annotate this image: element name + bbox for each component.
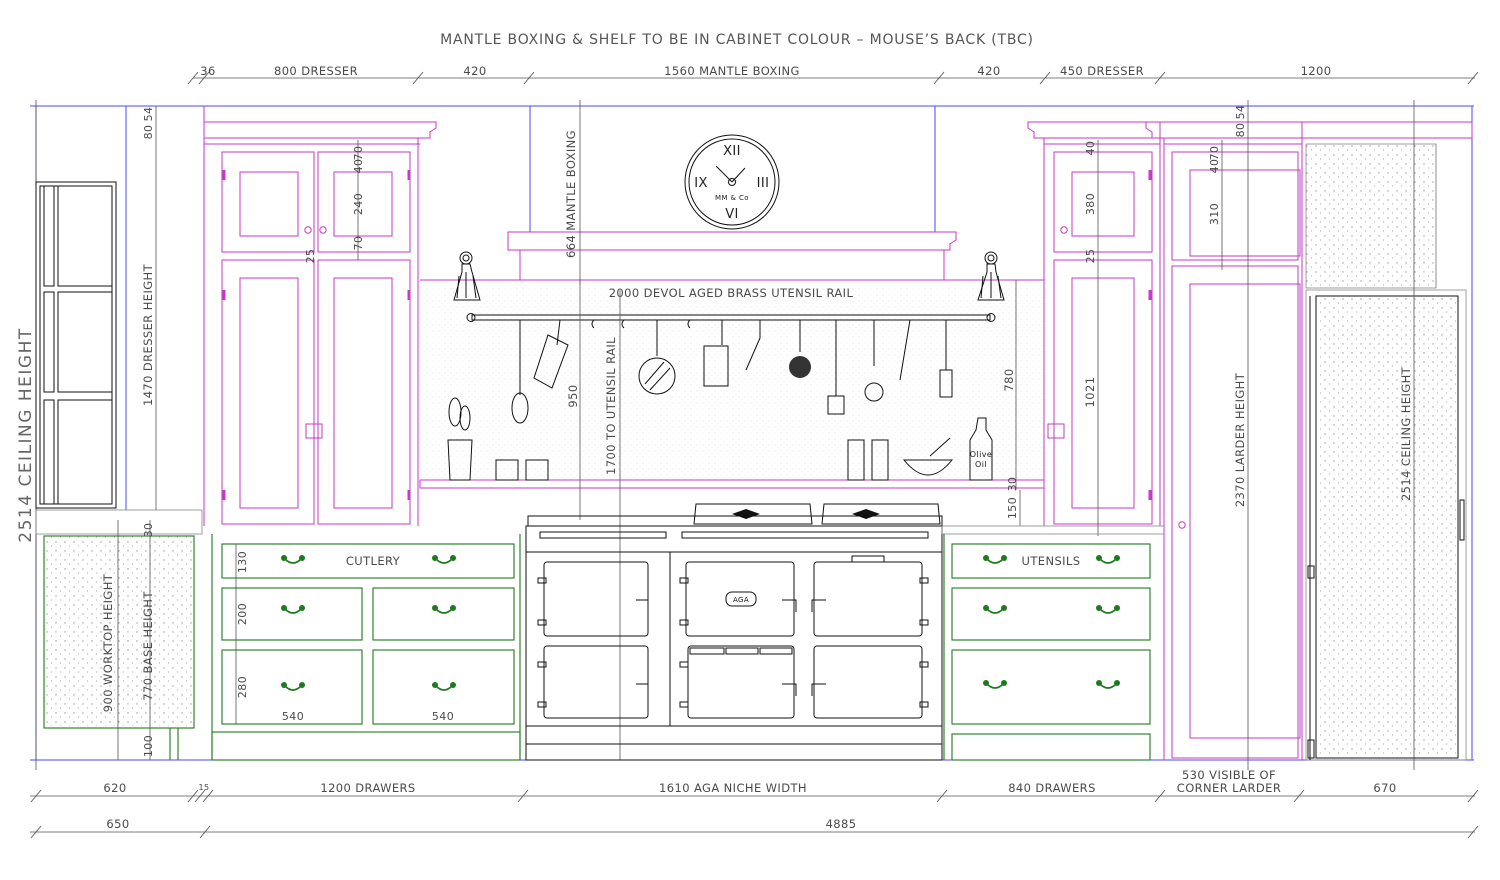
drawer-label-utensils: UTENSILS — [1022, 554, 1081, 568]
left-drawer-bank: CUTLERY 130 200 280 540 540 — [211, 534, 521, 761]
right-gap-780: 780 — [1002, 368, 1016, 391]
bottle-label-olive: Olive — [970, 450, 992, 459]
right-bot-150: 150 — [1006, 497, 1019, 519]
worktop-30-label: 30 — [142, 523, 155, 538]
dim-650: 650 — [106, 817, 129, 831]
range-cooker: AGA — [525, 503, 943, 761]
dim-corner-larder: CORNER LARDER — [1177, 781, 1281, 795]
dim-1200-drawers: 1200 DRAWERS — [320, 781, 415, 795]
splashback — [419, 282, 1045, 489]
drawer-label-cutlery: CUTLERY — [346, 554, 401, 568]
drawer-handles-left — [281, 555, 456, 691]
clock-ix: IX — [694, 176, 708, 191]
bottom-dimension-chain-2: 650 4885 — [30, 817, 1479, 839]
worktop-height-label: 900 WORKTOP HEIGHT — [101, 573, 115, 712]
drawer-280: 280 — [236, 676, 249, 698]
top-dimension-chain: 36 800 DRESSER 420 1560 MANTLE BOXING 42… — [187, 64, 1479, 85]
larder-cornice-80: 80 — [1234, 123, 1247, 138]
ceiling-height-left: 2514 CEILING HEIGHT — [16, 327, 36, 542]
left-dresser: 70 40 240 70 25 — [203, 106, 437, 526]
drawer-130: 130 — [236, 551, 249, 573]
drawer-width-540-b: 540 — [432, 710, 454, 723]
right-dresser-1021: 1021 — [1083, 377, 1097, 408]
corner-larder: 2370 LARDER HEIGHT 70 40 310 80 54 — [1145, 100, 1303, 770]
utensil-rail: 2000 DEVOL AGED BRASS UTENSIL RAIL — [466, 286, 996, 424]
clock-iii: III — [757, 176, 770, 191]
clock-maker: MM & Co — [715, 194, 749, 202]
right-drawer-bank: UTENSILS — [943, 534, 1151, 761]
drawer-width-540-a: 540 — [282, 710, 304, 723]
larder-panel-310: 310 — [1208, 203, 1221, 225]
mantle-boxing-label: 664 MANTLE BOXING — [564, 130, 578, 258]
tall-fridge-unit: 2514 CEILING HEIGHT — [1282, 100, 1473, 770]
dim-800-dresser: 800 DRESSER — [274, 64, 358, 78]
wall-clock: XII III VI IX MM & Co — [684, 134, 780, 230]
left-gap-25: 25 — [304, 249, 317, 264]
dim-670: 670 — [1373, 781, 1396, 795]
right-worktop — [941, 525, 1165, 535]
drawing-title: MANTLE BOXING & SHELF TO BE IN CABINET C… — [440, 32, 1034, 48]
right-bot-30: 30 — [1006, 477, 1019, 492]
right-top-40: 40 — [1084, 141, 1097, 156]
left-panel-240: 240 — [352, 193, 365, 215]
shelf-items: Olive Oil — [447, 397, 993, 481]
ceiling-height-right: 2514 CEILING HEIGHT — [1399, 366, 1413, 501]
left-vertical-dims: 1470 DRESSER HEIGHT 900 WORKTOP HEIGHT 7… — [101, 106, 157, 760]
mantle-boxing: 664 MANTLE BOXING — [420, 100, 1044, 284]
right-panel-380: 380 — [1084, 193, 1097, 215]
dim-1200: 1200 — [1301, 64, 1332, 78]
dim-1560-mantle: 1560 MANTLE BOXING — [664, 64, 800, 78]
clock-xii: XII — [723, 144, 741, 159]
dim-420-right: 420 — [977, 64, 1000, 78]
left-rail-70: 70 — [352, 236, 365, 251]
left-door-40: 40 — [352, 159, 365, 174]
dim-4885: 4885 — [826, 817, 857, 831]
aga-badge: AGA — [733, 596, 749, 604]
bottom-dimension-chain-1: 620 15 1200 DRAWERS 1610 AGA NICHE WIDTH… — [30, 768, 1479, 803]
larder-height-label: 2370 LARDER HEIGHT — [1233, 372, 1247, 507]
larder-cornice-54: 54 — [1234, 105, 1247, 120]
bottle-label-oil: Oil — [975, 460, 987, 469]
larder-top-40: 40 — [1208, 159, 1221, 174]
right-gap-25: 25 — [1084, 249, 1097, 264]
drawer-handles-right — [983, 555, 1120, 689]
plinth-label: 100 — [142, 735, 155, 757]
base-height-label: 770 BASE HEIGHT — [141, 591, 155, 701]
dim-15: 15 — [199, 783, 210, 792]
dim-530-visible: 530 VISIBLE OF — [1182, 768, 1276, 782]
utensil-rail-label: 2000 DEVOL AGED BRASS UTENSIL RAIL — [609, 286, 854, 300]
left-ceiling-dimension: 2514 CEILING HEIGHT — [16, 100, 37, 770]
dim-1610-aga: 1610 AGA NICHE WIDTH — [659, 781, 807, 795]
dim-620: 620 — [103, 781, 126, 795]
dresser-height-label: 1470 DRESSER HEIGHT — [141, 263, 155, 406]
to-rail-label: 1700 TO UTENSIL RAIL — [604, 337, 618, 475]
clock-vi: VI — [725, 207, 739, 222]
glazed-window — [35, 181, 117, 509]
left-cornice-54: 54 — [142, 107, 155, 122]
left-base-unit — [35, 509, 203, 760]
wall-lamps — [453, 251, 1005, 301]
dim-420-left: 420 — [463, 64, 486, 78]
dim-840-drawers: 840 DRAWERS — [1008, 781, 1096, 795]
larder-top-70: 70 — [1208, 146, 1221, 161]
centre-vertical-dims: 1700 TO UTENSIL RAIL 950 780 — [566, 280, 1017, 760]
shelf-gap-950: 950 — [566, 384, 580, 407]
left-cornice-80: 80 — [142, 125, 155, 140]
left-door-70: 70 — [352, 146, 365, 161]
dim-36: 36 — [200, 64, 215, 78]
drawer-200: 200 — [236, 603, 249, 625]
dim-450-dresser: 450 DRESSER — [1060, 64, 1144, 78]
